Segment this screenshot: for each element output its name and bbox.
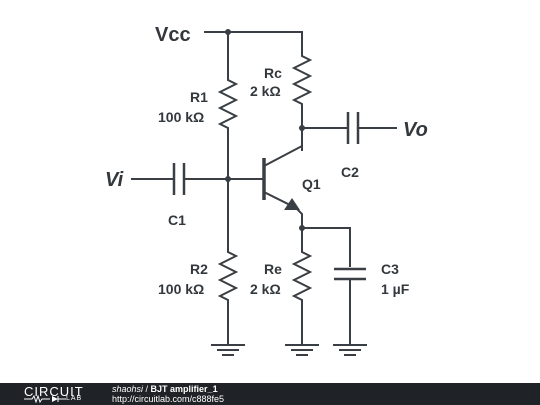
r1-name: R1 <box>190 89 208 105</box>
c3-name: C3 <box>381 261 399 277</box>
resistor-r2 <box>217 178 239 345</box>
vo-label: Vo <box>403 119 428 141</box>
circuit-url[interactable]: http://circuitlab.com/c888fe5 <box>112 394 225 404</box>
capacitor-c3 <box>334 267 366 345</box>
circuitlab-logo-text[interactable]: CIRCUIT <box>24 384 84 399</box>
ground-re-icon <box>285 344 319 356</box>
capacitor-c1 <box>131 163 263 195</box>
author-link[interactable]: shaohsi <box>112 384 144 394</box>
r2-value: 100 kΩ <box>158 281 204 297</box>
re-name: Re <box>264 261 282 277</box>
bjt-amplifier-schematic: Vcc Vi Vo R1 100 kΩ Rc 2 kΩ C2 C1 Q1 R2 … <box>105 24 428 356</box>
footer-bar: CIRCUIT LAB shaohsi / BJT amplifier_1 ht… <box>0 383 540 405</box>
q1-name: Q1 <box>302 176 321 192</box>
credit-separator: / <box>143 384 151 394</box>
vcc-rail <box>204 29 303 35</box>
vcc-label: Vcc <box>155 24 191 46</box>
capacitor-c2 <box>301 112 397 144</box>
resistor-rc <box>291 31 313 151</box>
r2-name: R2 <box>190 261 208 277</box>
circuit-title[interactable]: BJT amplifier_1 <box>150 384 218 394</box>
c1-name: C1 <box>168 212 186 228</box>
transistor-q1 <box>262 144 303 229</box>
r1-value: 100 kΩ <box>158 109 204 125</box>
emitter-node <box>299 225 351 267</box>
circuitlab-logo-icon <box>24 395 66 403</box>
ground-c3-icon <box>333 344 367 356</box>
rc-name: Rc <box>264 65 282 81</box>
resistor-r1 <box>217 31 239 179</box>
c2-name: C2 <box>341 164 359 180</box>
circuitlab-logo-lab: LAB <box>66 395 83 402</box>
c3-value: 1 µF <box>381 281 410 297</box>
rc-value: 2 kΩ <box>250 83 281 99</box>
resistor-re <box>291 227 313 345</box>
ground-r2-icon <box>211 344 245 356</box>
emitter-arrow-icon <box>284 198 300 210</box>
vi-label: Vi <box>105 169 124 191</box>
re-value: 2 kΩ <box>250 281 281 297</box>
credits: shaohsi / BJT amplifier_1 http://circuit… <box>112 384 224 404</box>
